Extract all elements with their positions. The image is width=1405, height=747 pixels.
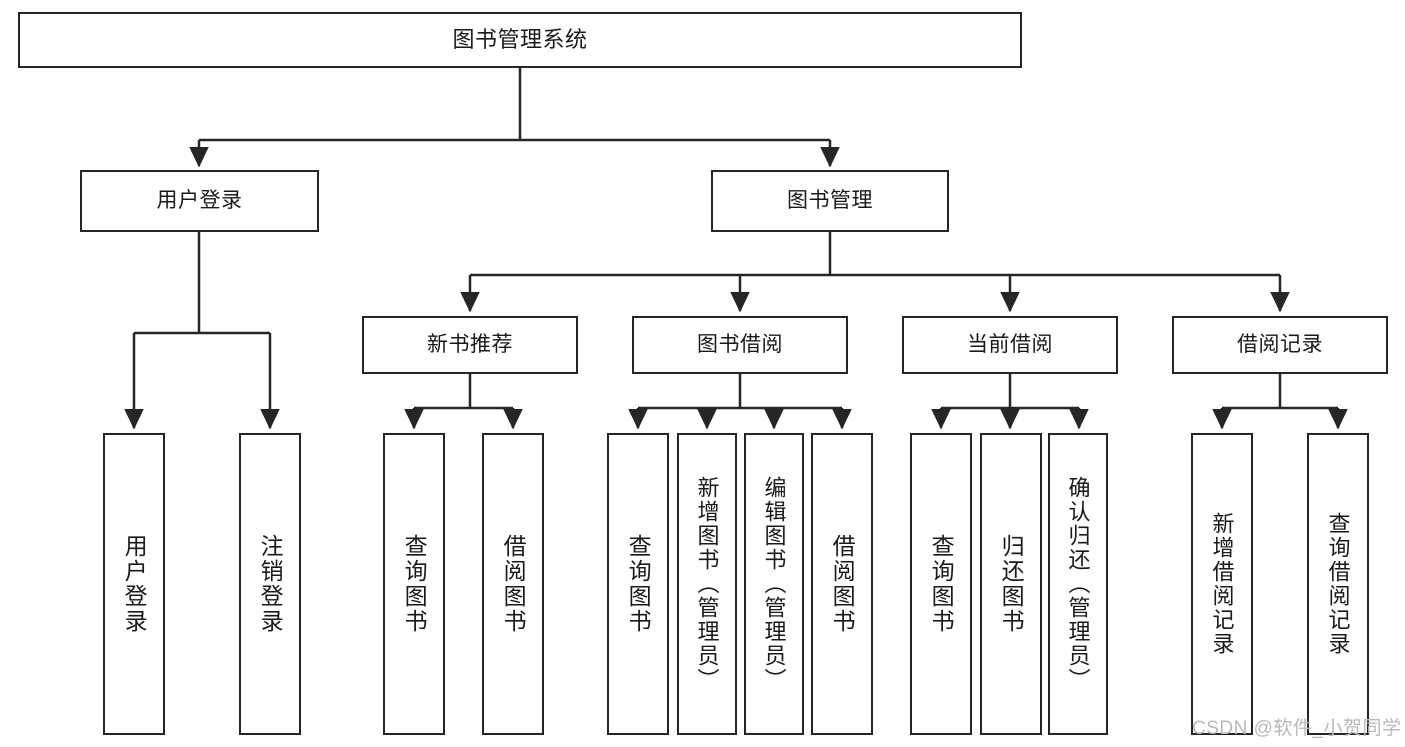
node-label: 编辑图书（管理员） xyxy=(761,476,787,692)
node-label: 用户登录 xyxy=(156,188,243,212)
node-label: 新增借阅记录 xyxy=(1209,512,1235,656)
node-root-system[interactable]: 图书管理系统 xyxy=(18,12,1022,68)
node-leaf-return-book[interactable]: 归还图书 xyxy=(980,433,1042,735)
node-borrow-records[interactable]: 借阅记录 xyxy=(1172,316,1388,374)
node-label: 确认归还（管理员） xyxy=(1065,476,1091,692)
node-label: 借阅图书 xyxy=(500,534,527,634)
node-label: 图书管理系统 xyxy=(452,27,588,53)
node-book-borrow[interactable]: 图书借阅 xyxy=(632,316,848,374)
node-leaf-user-login[interactable]: 用户登录 xyxy=(103,433,165,735)
node-leaf-query-borrow-record[interactable]: 查询借阅记录 xyxy=(1307,433,1369,735)
node-book-management[interactable]: 图书管理 xyxy=(711,170,949,232)
node-label: 用户登录 xyxy=(121,534,148,634)
node-user-login[interactable]: 用户登录 xyxy=(80,170,319,232)
node-leaf-add-borrow-record[interactable]: 新增借阅记录 xyxy=(1191,433,1253,735)
node-label: 新增图书（管理员） xyxy=(694,476,720,692)
node-label: 注销登录 xyxy=(257,534,284,634)
watermark: CSDN @软件_小贺同学 xyxy=(1192,718,1402,739)
node-label: 借阅图书 xyxy=(829,534,856,634)
node-leaf-add-book-admin[interactable]: 新增图书（管理员） xyxy=(677,433,737,735)
node-label: 新书推荐 xyxy=(427,332,513,356)
node-label: 查询图书 xyxy=(401,534,428,634)
node-label: 借阅记录 xyxy=(1237,332,1323,356)
node-label: 查询借阅记录 xyxy=(1325,512,1351,656)
node-leaf-borrow-book[interactable]: 借阅图书 xyxy=(811,433,873,735)
node-leaf-logout[interactable]: 注销登录 xyxy=(239,433,301,735)
node-leaf-borrow-book-recommend[interactable]: 借阅图书 xyxy=(482,433,544,735)
node-leaf-confirm-return-admin[interactable]: 确认归还（管理员） xyxy=(1048,433,1108,735)
node-label: 图书管理 xyxy=(787,188,873,212)
node-label: 查询图书 xyxy=(928,534,955,634)
node-leaf-edit-book-admin[interactable]: 编辑图书（管理员） xyxy=(744,433,804,735)
node-leaf-query-book-recommend[interactable]: 查询图书 xyxy=(383,433,445,735)
node-label: 归还图书 xyxy=(998,534,1025,634)
node-leaf-query-book-current[interactable]: 查询图书 xyxy=(910,433,972,735)
node-new-book-recommend[interactable]: 新书推荐 xyxy=(362,316,578,374)
node-label: 查询图书 xyxy=(625,534,652,634)
node-label: 图书借阅 xyxy=(697,332,783,356)
node-label: 当前借阅 xyxy=(967,332,1053,356)
node-current-borrow[interactable]: 当前借阅 xyxy=(902,316,1118,374)
node-leaf-query-book[interactable]: 查询图书 xyxy=(607,433,669,735)
